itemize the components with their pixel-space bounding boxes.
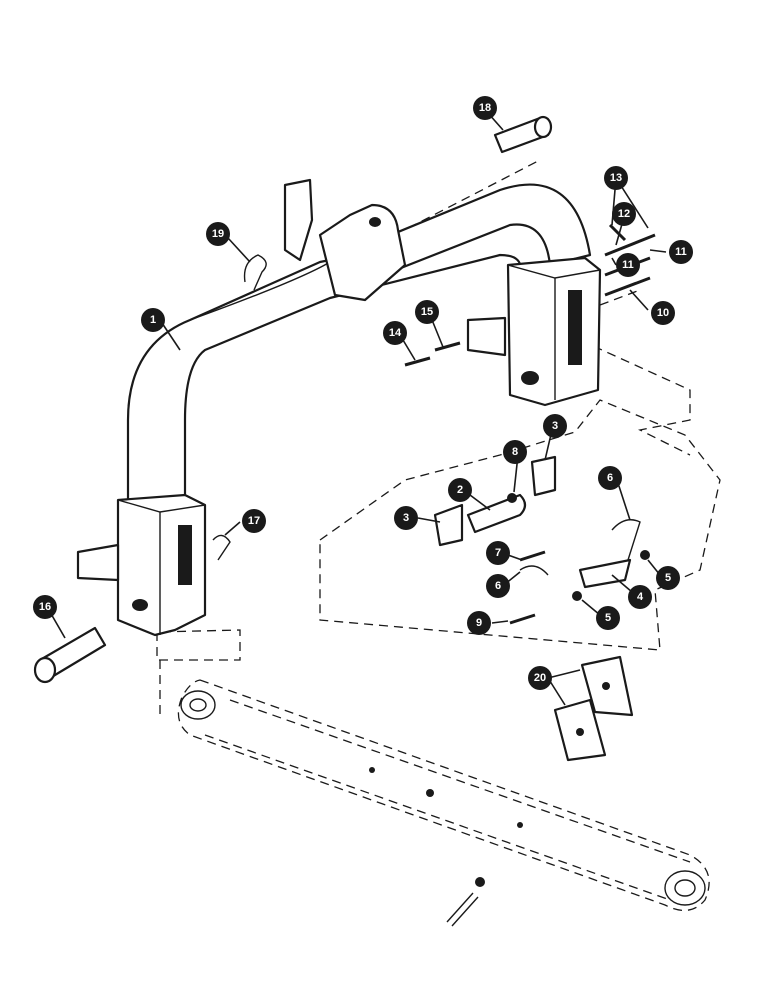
callout-7: 7 <box>486 541 510 565</box>
part-2 <box>466 493 527 534</box>
svg-text:16: 16 <box>39 601 51 613</box>
callout-5-upper: 5 <box>656 566 680 590</box>
callout-9: 9 <box>467 611 491 635</box>
part-5b <box>572 591 582 601</box>
svg-text:2: 2 <box>457 484 463 496</box>
svg-text:11: 11 <box>675 246 687 258</box>
part-8 <box>507 493 517 503</box>
lower-link-phantom <box>177 679 710 912</box>
callout-3-right: 3 <box>543 414 567 438</box>
svg-text:18: 18 <box>479 102 491 114</box>
pin-18 <box>493 115 553 154</box>
part-7 <box>519 550 546 562</box>
svg-text:14: 14 <box>389 327 402 339</box>
part-6a <box>611 519 641 561</box>
svg-text:15: 15 <box>421 306 433 318</box>
svg-text:17: 17 <box>248 515 260 527</box>
svg-text:6: 6 <box>495 580 501 592</box>
part-3-left <box>433 503 464 547</box>
callout-6-upper: 6 <box>598 466 622 490</box>
svg-text:3: 3 <box>552 420 558 432</box>
callout-17: 17 <box>242 509 266 533</box>
callout-16: 16 <box>33 595 57 619</box>
linkage-parts <box>433 455 650 625</box>
svg-text:11: 11 <box>622 259 634 271</box>
callout-8: 8 <box>503 440 527 464</box>
lower-link-eye-left <box>180 690 216 720</box>
callout-12: 12 <box>612 202 636 226</box>
callout-14: 14 <box>383 321 407 345</box>
callout-2: 2 <box>448 478 472 502</box>
svg-text:20: 20 <box>534 672 546 684</box>
drawbar-frame <box>76 178 602 637</box>
part-3-right <box>530 455 557 497</box>
callout-4: 4 <box>628 585 652 609</box>
callout-13: 13 <box>604 166 628 190</box>
alignment-lines <box>156 159 721 720</box>
svg-text:9: 9 <box>476 617 482 629</box>
pin-16 <box>33 626 107 684</box>
part-6b <box>519 565 549 576</box>
callout-18: 18 <box>473 96 497 120</box>
callout-15: 15 <box>415 300 439 324</box>
svg-text:5: 5 <box>665 572 671 584</box>
callout-19: 19 <box>206 222 230 246</box>
plates-20 <box>553 655 634 762</box>
part-5a <box>640 550 650 560</box>
svg-text:7: 7 <box>495 547 501 559</box>
svg-text:13: 13 <box>610 172 622 184</box>
svg-text:8: 8 <box>512 446 518 458</box>
clip-19 <box>243 254 267 291</box>
svg-text:19: 19 <box>212 228 224 240</box>
pins-14-15 <box>404 341 461 367</box>
svg-text:4: 4 <box>637 591 644 603</box>
bolt-bottom <box>446 877 485 927</box>
callout-11-left: 11 <box>616 253 640 277</box>
svg-text:3: 3 <box>403 512 409 524</box>
svg-text:12: 12 <box>618 208 630 220</box>
clip-17 <box>212 534 231 561</box>
svg-text:1: 1 <box>150 314 156 326</box>
callout-11-right: 11 <box>669 240 693 264</box>
callout-5-lower: 5 <box>596 606 620 630</box>
callout-3-left: 3 <box>394 506 418 530</box>
part-9 <box>509 613 536 625</box>
lower-link-eye-right <box>664 870 706 906</box>
svg-text:6: 6 <box>607 472 613 484</box>
callout-10: 10 <box>651 301 675 325</box>
callout-6-lower: 6 <box>486 574 510 598</box>
callout-1: 1 <box>141 308 165 332</box>
svg-text:5: 5 <box>605 612 611 624</box>
svg-text:10: 10 <box>657 307 669 319</box>
callout-20: 20 <box>528 666 552 690</box>
